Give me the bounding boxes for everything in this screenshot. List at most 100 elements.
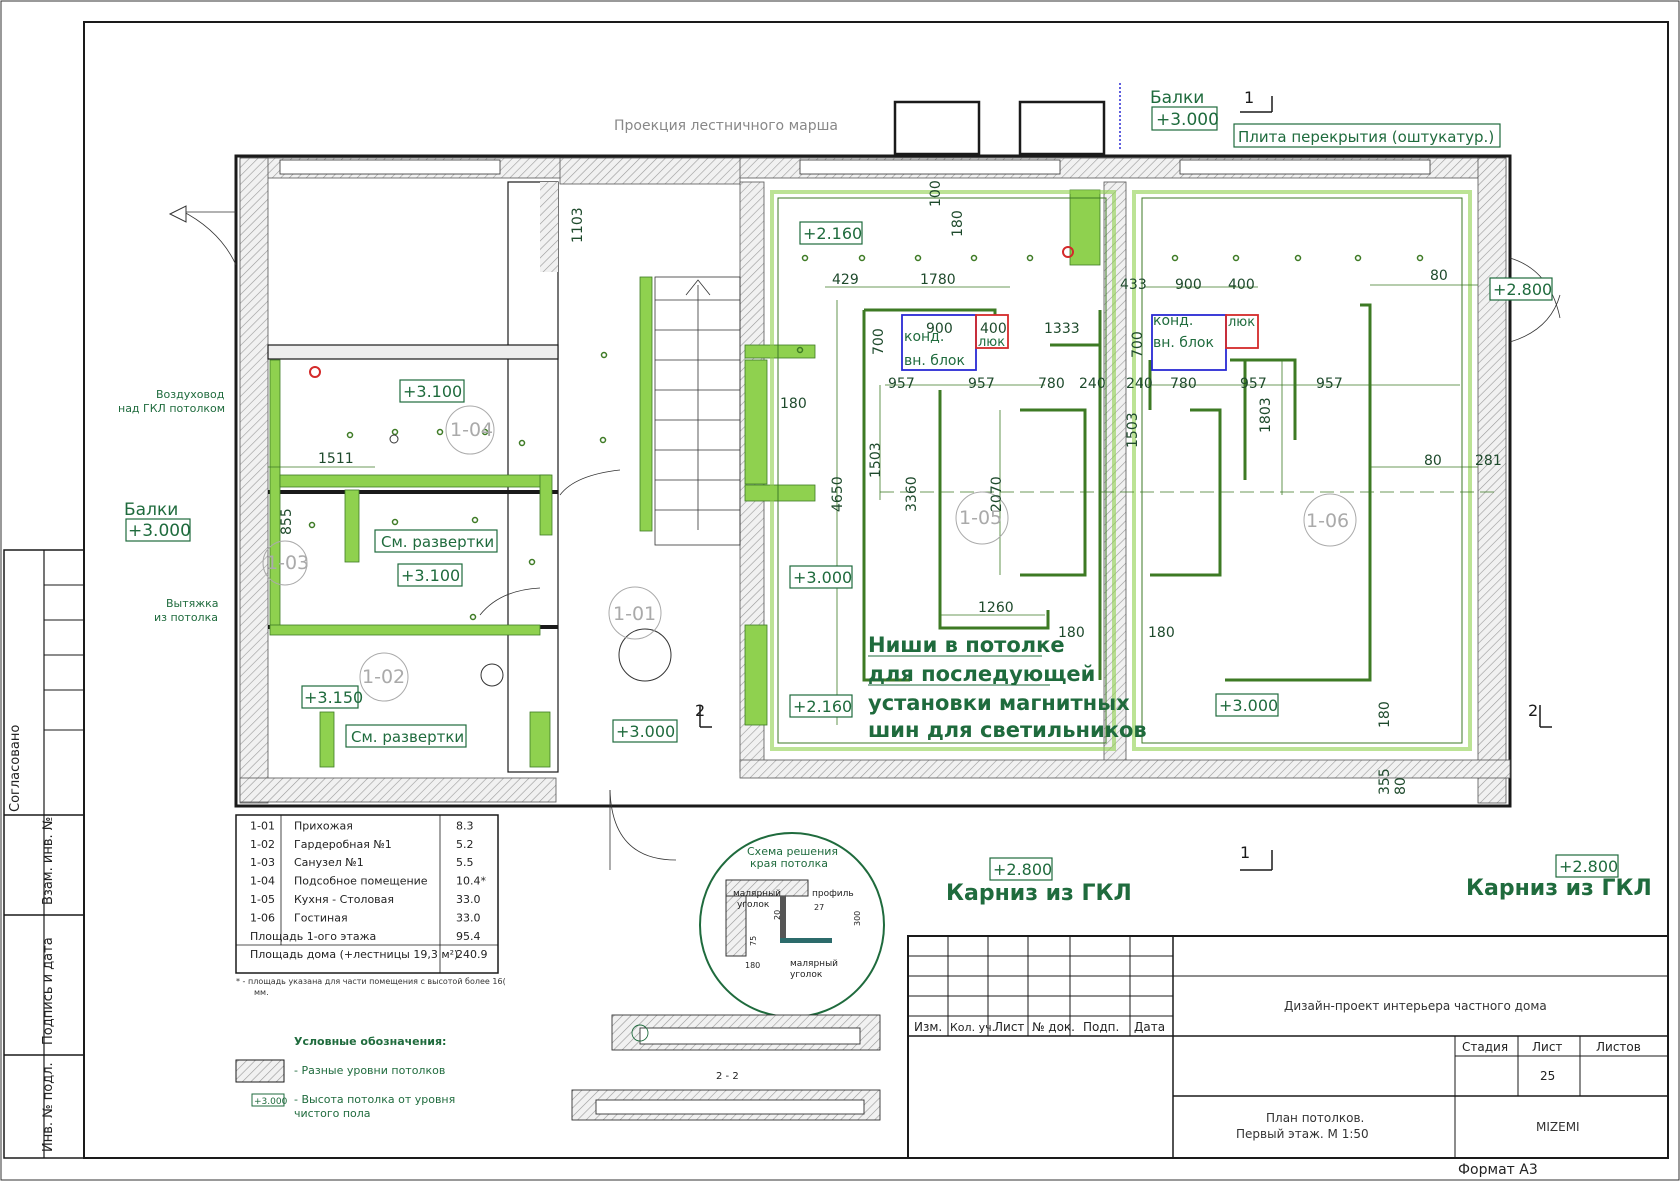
dimensions: 1103 100 180 429 1780 900 400 1333 700 4… [279, 180, 1502, 795]
tb-list: Лист [994, 1020, 1024, 1034]
detail-prof: профиль [812, 889, 854, 899]
dim-1503a: 1503 [868, 442, 884, 478]
room-row-area: 10.4* [456, 875, 486, 888]
dim-1780: 1780 [920, 272, 956, 288]
balki-top-label: Балки [1150, 88, 1204, 108]
dim-240a: 240 [1079, 376, 1106, 392]
room-tag-104: 1-04 [450, 419, 493, 441]
stamp-inv: Инв. № подл. [41, 1062, 56, 1152]
tb-stadia: Стадия [1462, 1040, 1508, 1054]
level-k3: +2.160 [793, 697, 852, 716]
ceiling-edge-detail: Схема решения края потолка малярный угол… [699, 832, 885, 1018]
dim-180c: 180 [1058, 625, 1085, 641]
konder2-b: вн. блок [1153, 335, 1214, 351]
room-row-code: 1-02 [250, 838, 275, 851]
tb-format: Формат А3 [1458, 1162, 1538, 1178]
room-row-code: 1-06 [250, 911, 275, 924]
footnote: * - площадь указана для части помещения … [236, 977, 506, 986]
dim-400b: 400 [1228, 277, 1255, 293]
title-block [907, 935, 1669, 1159]
room-tag-103: 1-03 [266, 552, 309, 574]
dim-2070: 2070 [989, 476, 1005, 512]
level-k1: +2.160 [803, 224, 862, 243]
balki-left-label: Балки [124, 500, 178, 520]
room-tags [262, 405, 1357, 702]
dim-180b: 180 [780, 396, 807, 412]
dim-957d: 957 [1316, 376, 1343, 392]
roof-box-1 [893, 100, 981, 156]
vytyazhka-line1: Вытяжка [166, 597, 219, 610]
dim-100: 100 [928, 180, 944, 207]
tb-company: MIZEMI [1536, 1120, 1580, 1134]
floor-plan [168, 83, 1561, 871]
dim-1803: 1803 [1258, 397, 1274, 433]
dim-1511: 1511 [318, 451, 354, 467]
balki-top-level: +3.000 [1156, 110, 1219, 130]
dim-1103: 1103 [570, 207, 586, 243]
level-k2: +3.000 [793, 568, 852, 587]
dim-780b: 780 [1170, 376, 1197, 392]
tb-izm: Изм. [914, 1020, 942, 1034]
niche-line4: шин для светильников [868, 718, 1147, 742]
dim-180a: 180 [950, 210, 966, 237]
legend-item1: - Разные уровни потолков [294, 1064, 445, 1077]
level-r1: +2.800 [1493, 280, 1552, 299]
dim-80b: 80 [1424, 453, 1442, 469]
karniz-1: Карниз из ГКЛ [946, 881, 1132, 906]
detail-m1a: малярный [733, 889, 781, 899]
dim-700b: 700 [1130, 331, 1146, 358]
vytyazhka-line2: из потолка [154, 611, 218, 624]
niche-line1: Ниши в потолке [868, 633, 1065, 657]
room-row-area: 5.2 [456, 838, 474, 851]
konder1-a: конд. [904, 329, 944, 345]
razvertki-2: См. развертки [351, 728, 464, 746]
legend-item2-tag: +3.000 [254, 1097, 288, 1107]
detail-m1b: уголок [737, 900, 770, 910]
stamp-soglasovano: Согласовано [8, 725, 23, 812]
ceiling-levels: +3.100 +3.100 +3.150 +3.000 +2.160 +3.00… [301, 221, 1619, 881]
tb-project: Дизайн-проект интерьера частного дома [1284, 999, 1547, 1013]
dim-855: 855 [279, 508, 295, 535]
stair [654, 276, 741, 546]
detail-title1: Схема решения [747, 845, 838, 858]
room-tag-106: 1-06 [1306, 510, 1349, 532]
detail-d27: 27 [814, 903, 824, 912]
section-title: 2 - 2 [716, 1071, 739, 1082]
room-row-area: 33.0 [456, 893, 481, 906]
dim-957b: 957 [968, 376, 995, 392]
sec1-top: 1 [1244, 88, 1254, 107]
tb-sheet-title1: План потолков. [1266, 1111, 1364, 1125]
stair-projection-label: Проекция лестничного марша [614, 118, 838, 134]
legend: Условные обозначения: - Разные уровни по… [235, 1035, 455, 1120]
konder2-a: конд. [1153, 313, 1193, 329]
dim-957c: 957 [1240, 376, 1267, 392]
total-row-name: Площадь дома (+лестницы 19,3 м²) [250, 948, 458, 961]
sec2-left: 2 [695, 701, 705, 720]
niche-line2: для последующей [868, 662, 1095, 686]
dim-180e: 180 [1377, 701, 1393, 728]
level-b2: +2.800 [1559, 857, 1618, 876]
level-101: +3.000 [616, 722, 675, 741]
dim-1333: 1333 [1044, 321, 1080, 337]
room-row-name: Гардеробная №1 [294, 838, 392, 851]
total-row-name: Площадь 1-ого этажа [250, 930, 376, 943]
dim-900a: 900 [926, 321, 953, 337]
stamp-vzam: Взам. инв. № [41, 817, 56, 905]
level-103: +3.100 [401, 566, 460, 585]
plita-label: Плита перекрытия (оштукатур.) [1238, 128, 1494, 146]
room-row-name: Прихожая [294, 819, 353, 832]
side-stamp: Согласовано Взам. инв. № Подпись и дата … [3, 549, 85, 1159]
razvertki-1: См. развертки [381, 533, 494, 551]
dim-3360: 3360 [904, 476, 920, 512]
legend-title: Условные обозначения: [294, 1035, 446, 1048]
detail-d20: 20 [773, 910, 782, 920]
dim-240b: 240 [1126, 376, 1153, 392]
dim-4650: 4650 [830, 476, 846, 512]
vozduhovod-line1: Воздуховод [156, 388, 225, 401]
balki-left-level: +3.000 [128, 521, 191, 541]
roof-box-2 [1018, 100, 1106, 156]
dim-355: 355 [1377, 768, 1393, 795]
luk2: люк [1228, 315, 1255, 330]
footnote-cont: мм. [254, 988, 269, 997]
